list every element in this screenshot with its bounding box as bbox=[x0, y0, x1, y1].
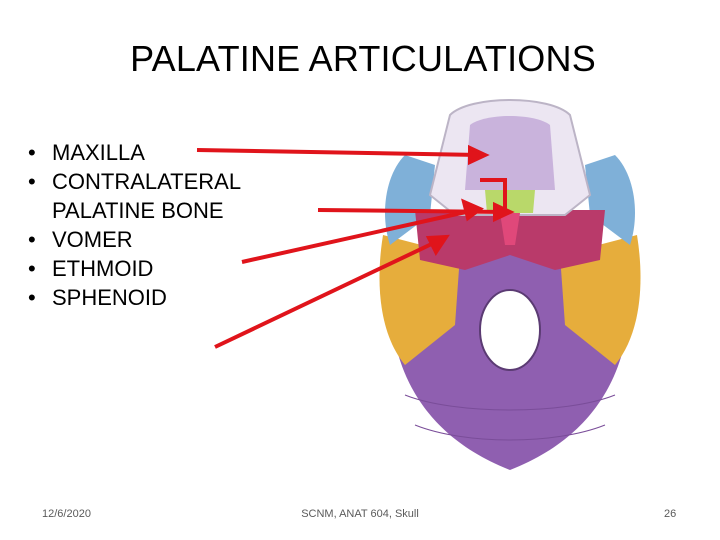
bullet-icon: • bbox=[28, 227, 36, 252]
bullet-icon: • bbox=[28, 169, 36, 194]
maxilla-palatine-process bbox=[465, 116, 555, 190]
footer-course: SCNM, ANAT 604, Skull bbox=[301, 508, 419, 520]
bullet-list: • MAXILLA • CONTRALATERAL PALATINE BONE • V… bbox=[28, 138, 302, 312]
bullet-icon: • bbox=[28, 140, 36, 165]
footer-page-number: 26 bbox=[664, 508, 677, 520]
bullet-item-maxilla: • MAXILLA bbox=[28, 138, 302, 167]
bullet-text: MAXILLA bbox=[52, 140, 145, 165]
bullet-text: ETHMOID bbox=[52, 256, 154, 281]
slide-title: PALATINE ARTICULATIONS bbox=[130, 38, 596, 79]
bullet-item-vomer: • VOMER bbox=[28, 225, 302, 254]
bullet-text: SPHENOID bbox=[52, 285, 167, 310]
zygomatic-bone-right bbox=[585, 155, 635, 245]
bullet-item-contralateral-palatine: • CONTRALATERAL PALATINE BONE bbox=[28, 167, 302, 225]
bullet-icon: • bbox=[28, 285, 36, 310]
bullet-item-sphenoid: • SPHENOID bbox=[28, 283, 302, 312]
temporal-bone-right bbox=[560, 235, 641, 365]
bullet-text: VOMER bbox=[52, 227, 133, 252]
bullet-text: CONTRALATERAL PALATINE BONE bbox=[52, 169, 241, 223]
palatine-bone bbox=[485, 190, 535, 213]
skull-inferior-view-illustration bbox=[379, 99, 641, 470]
bullet-item-ethmoid: • ETHMOID bbox=[28, 254, 302, 283]
bullet-icon: • bbox=[28, 256, 36, 281]
foramen-magnum bbox=[479, 289, 541, 371]
footer-date: 12/6/2020 bbox=[42, 508, 91, 520]
